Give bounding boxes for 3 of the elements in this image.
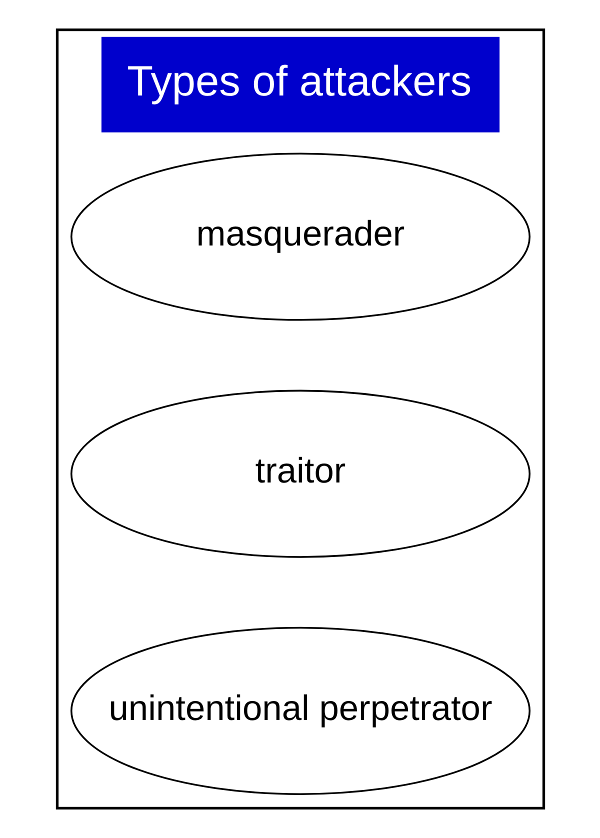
node-ellipse: unintentional perpetrator <box>70 626 530 795</box>
node-ellipse: traitor <box>70 390 530 558</box>
node-ellipse: masquerader <box>70 152 530 321</box>
